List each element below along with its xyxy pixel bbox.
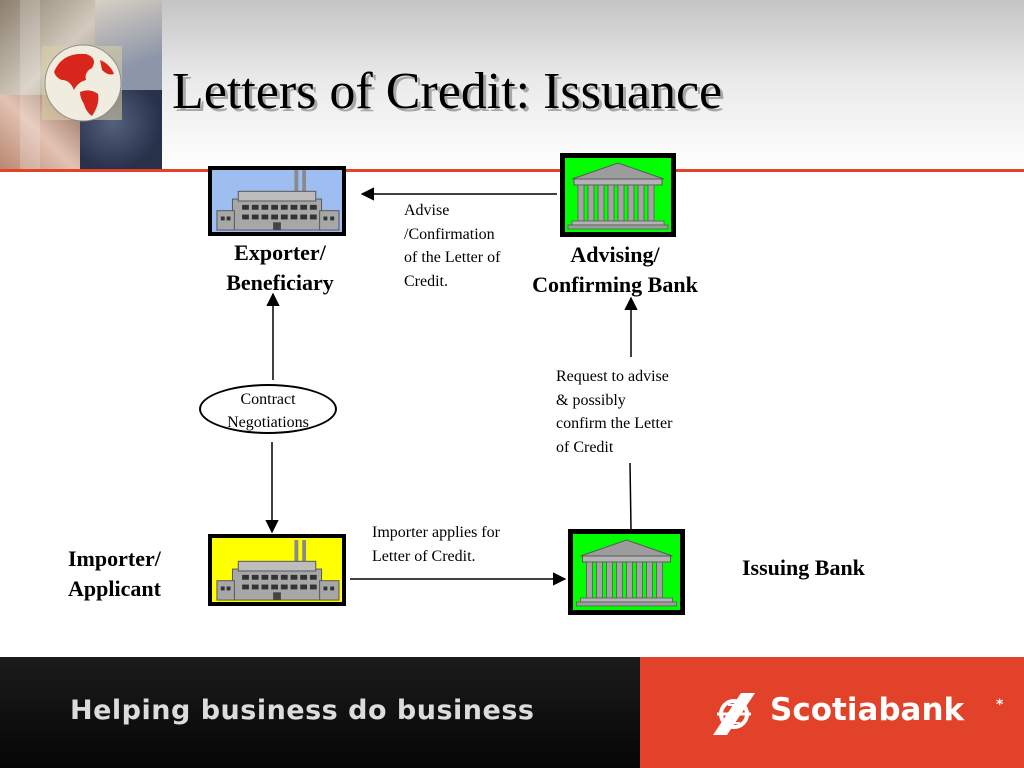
footer-brand-panel: Scotiabank * — [640, 657, 1024, 768]
connector-issuing-bank-up — [629, 462, 632, 530]
globe-icon — [42, 44, 122, 122]
scotiabank-wordmark: Scotiabank — [770, 692, 965, 728]
importer-applies-note: Importer applies for Letter of Credit. — [372, 524, 500, 565]
exporter-label: Exporter/ Beneficiary — [226, 240, 334, 295]
header-divider — [0, 169, 1024, 172]
issuing-bank-icon — [568, 529, 685, 615]
contract-negotiations-bubble: Contract Negotiations — [199, 384, 337, 434]
advising-bank-icon — [560, 153, 676, 237]
scotiabank-logo-icon — [713, 693, 755, 735]
slide-title: Letters of Credit: Issuance — [172, 63, 723, 120]
importer-label: Importer/ Applicant — [68, 546, 161, 601]
footer-banner: Helping business do business Scotiabank … — [0, 657, 1024, 768]
header-band: Letters of Credit: Issuance — [0, 0, 1024, 170]
advising-bank-label: Advising/ Confirming Bank — [532, 242, 698, 297]
advise-confirmation-note: Advise /Confirmation of the Letter of Cr… — [404, 202, 501, 290]
importer-factory-icon — [208, 534, 346, 606]
request-to-advise-note: Request to advise & possibly confirm the… — [556, 368, 673, 456]
exporter-factory-icon — [208, 166, 346, 236]
footer-tagline: Helping business do business — [70, 695, 535, 726]
brand-trademark-mark: * — [996, 697, 1004, 713]
header-photo-collage — [0, 0, 162, 170]
issuing-bank-label: Issuing Bank — [742, 555, 865, 580]
footer-tagline-panel: Helping business do business — [0, 657, 640, 768]
